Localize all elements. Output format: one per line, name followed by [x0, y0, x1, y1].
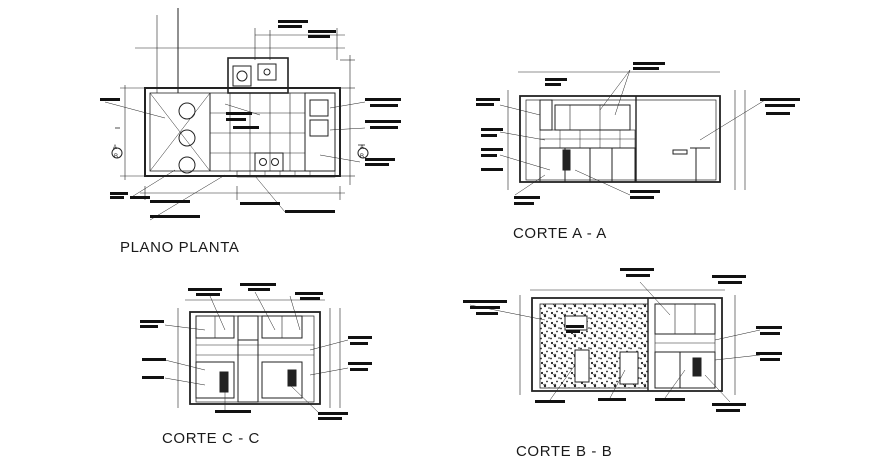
section-marker-right: [357, 147, 369, 159]
marker-left-b: B: [114, 154, 118, 160]
plan-annotations: [100, 20, 401, 218]
caption-section-b: CORTE B - B: [516, 443, 613, 460]
section-b-annotations: [463, 268, 782, 412]
section-marker-left: [111, 147, 123, 159]
caption-section-a: CORTE A - A: [513, 225, 607, 242]
caption-floor-plan: PLANO PLANTA: [120, 239, 240, 256]
section-c-drawing: [164, 291, 349, 415]
section-markers: A B A B: [111, 145, 369, 160]
marker-left-a: A: [113, 145, 117, 151]
marker-right-b: B: [360, 154, 364, 160]
marker-right-a: A: [360, 145, 364, 151]
section-b-drawing: [469, 281, 761, 403]
section-c-annotations: [140, 283, 372, 420]
floor-plan: [104, 8, 366, 221]
section-a-drawing: [499, 69, 766, 196]
section-a-annotations: [476, 62, 800, 205]
caption-section-c: CORTE C - C: [162, 430, 260, 447]
